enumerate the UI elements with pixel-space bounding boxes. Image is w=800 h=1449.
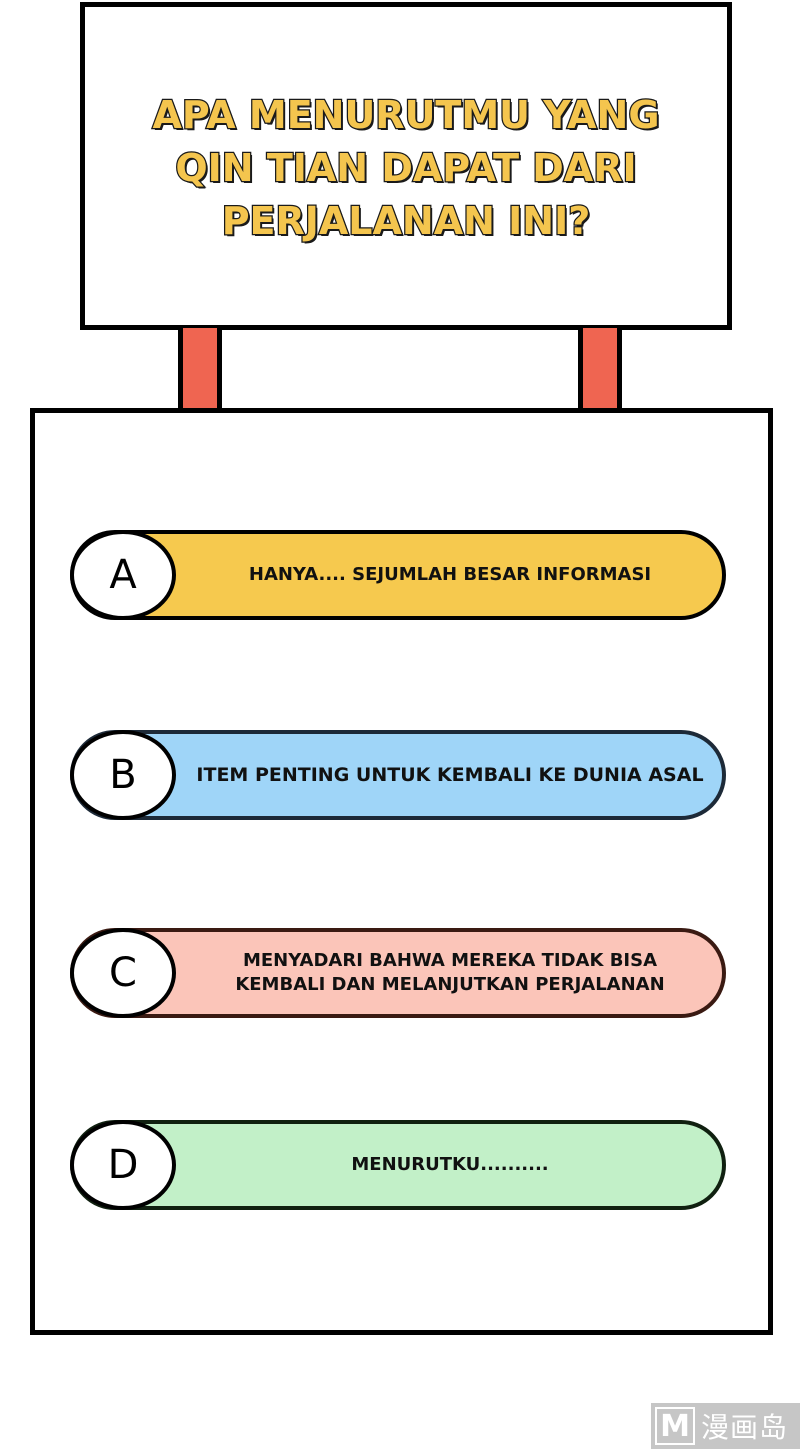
- option-d-letter: D: [70, 1120, 176, 1210]
- watermark-text: 漫画岛: [701, 1411, 789, 1444]
- option-c-line-1: MENYADARI BAHWA MEREKA TIDAK BISA: [242, 950, 658, 971]
- option-a[interactable]: A HANYA.... SEJUMLAH BESAR INFORMASI: [70, 530, 726, 620]
- option-c-line-2: KEMBALI DAN MELANJUTKAN PERJALANAN: [235, 974, 665, 995]
- option-a-letter: A: [70, 530, 176, 620]
- option-c[interactable]: C MENYADARI BAHWA MEREKA TIDAK BISA KEMB…: [70, 928, 726, 1018]
- question-text: APA MENURUTMU YANG QIN TIAN DAPAT DARI P…: [85, 89, 727, 248]
- option-d-text: MENURUTKU..........: [351, 1154, 549, 1175]
- watermark-logo-icon: M: [655, 1407, 695, 1445]
- sign-post-right: [578, 328, 622, 410]
- sign-post-left: [178, 328, 222, 410]
- option-a-text: HANYA.... SEJUMLAH BESAR INFORMASI: [248, 564, 652, 585]
- option-b[interactable]: B ITEM PENTING UNTUK KEMBALI KE DUNIA AS…: [70, 730, 726, 820]
- option-b-letter: B: [70, 730, 176, 820]
- question-sign: APA MENURUTMU YANG QIN TIAN DAPAT DARI P…: [80, 2, 732, 330]
- question-line-3: PERJALANAN INI?: [220, 198, 591, 245]
- option-b-text: ITEM PENTING UNTUK KEMBALI KE DUNIA ASAL: [196, 764, 704, 786]
- question-line-2: QIN TIAN DAPAT DARI: [174, 145, 638, 192]
- watermark: M 漫画岛: [651, 1403, 800, 1449]
- option-d[interactable]: D MENURUTKU..........: [70, 1120, 726, 1210]
- option-c-letter: C: [70, 928, 176, 1018]
- option-c-text: MENYADARI BAHWA MEREKA TIDAK BISA KEMBAL…: [184, 932, 716, 1014]
- question-line-1: APA MENURUTMU YANG: [151, 92, 661, 139]
